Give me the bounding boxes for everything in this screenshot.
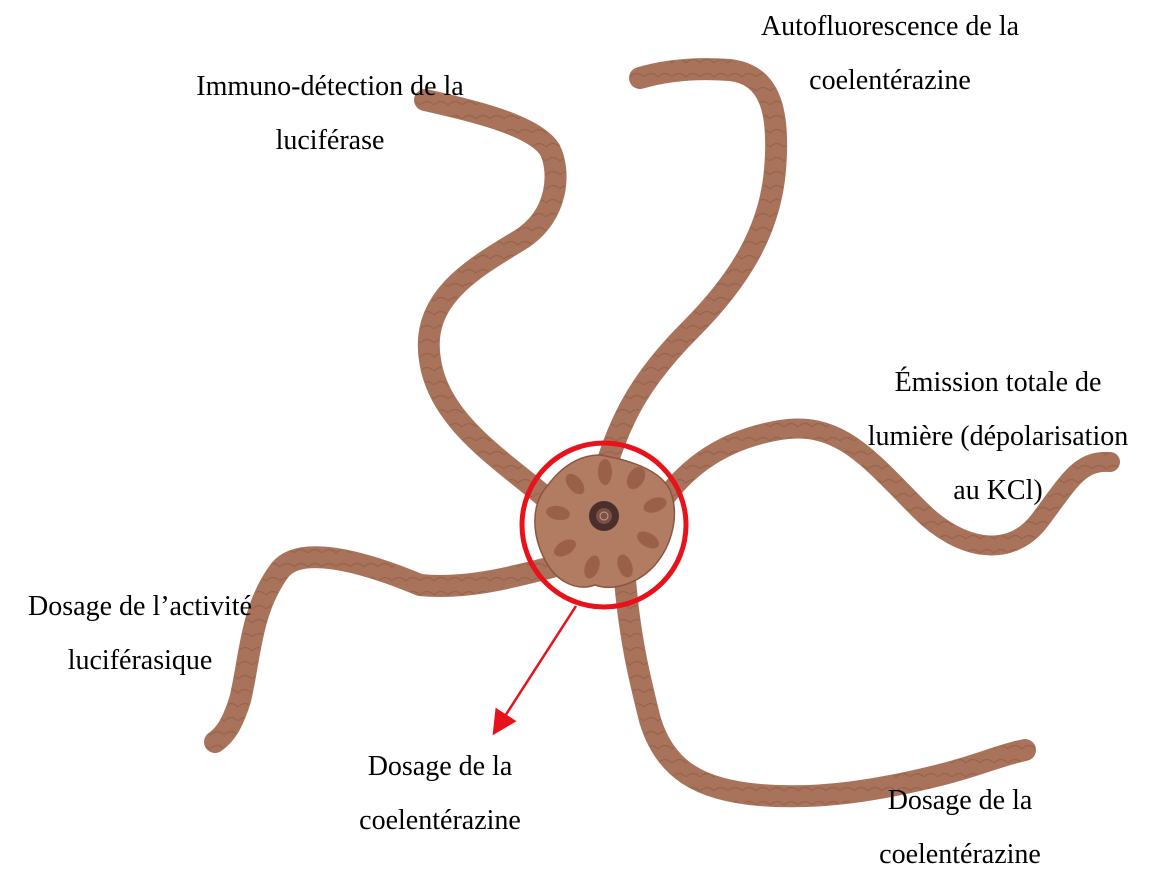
gonad (598, 459, 612, 485)
label-line: Autofluorescence de la (710, 0, 1070, 54)
label-line: Dosage de l’activité (0, 580, 280, 634)
label-line: lumière (dépolarisation (840, 410, 1156, 464)
label-left: Dosage de l’activité luciférasique (0, 580, 280, 688)
label-line: luciférasique (0, 634, 280, 688)
central-disc (535, 455, 675, 587)
label-bottom-center: Dosage de la coelentérazine (300, 740, 580, 848)
label-line: Émission totale de (840, 356, 1156, 410)
label-right: Émission totale de lumière (dépolarisati… (840, 356, 1156, 518)
arrow (498, 606, 576, 727)
label-line: au KCl) (840, 464, 1156, 518)
label-bottom-right: Dosage de la coelentérazine (820, 774, 1100, 882)
label-line: luciférase (150, 114, 510, 168)
label-top-left: Immuno-détection de la luciférase (150, 60, 510, 168)
label-line: Immuno-détection de la (150, 60, 510, 114)
label-line: coelentérazine (300, 794, 580, 848)
label-line: Dosage de la (820, 774, 1100, 828)
label-line: coelentérazine (710, 54, 1070, 108)
label-line: Dosage de la (300, 740, 580, 794)
label-top-right: Autofluorescence de la coelentérazine (710, 0, 1070, 108)
